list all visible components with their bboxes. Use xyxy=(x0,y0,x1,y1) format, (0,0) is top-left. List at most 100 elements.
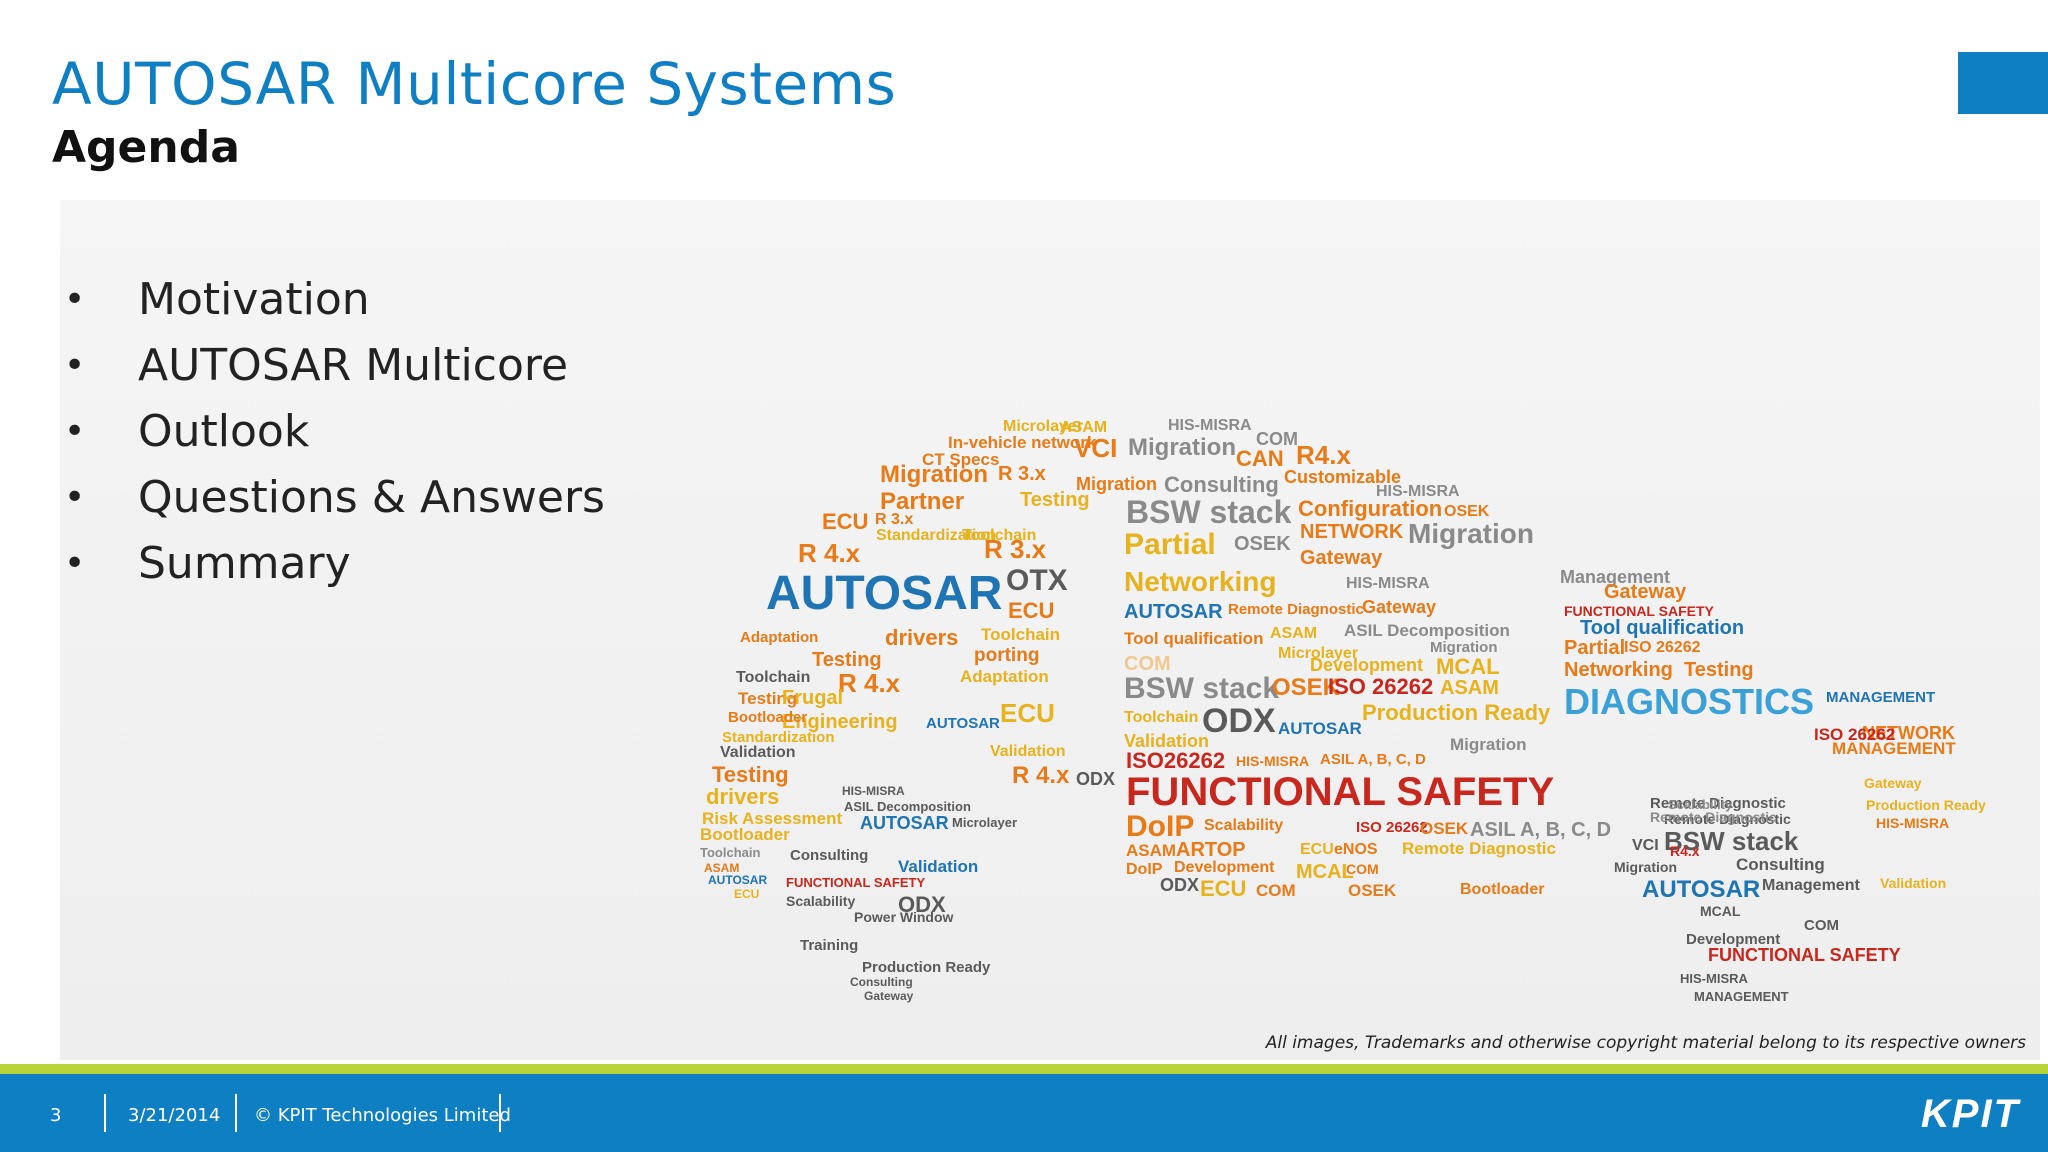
cloud-word: Migration xyxy=(1450,735,1527,754)
cloud-word: ASAM xyxy=(1440,677,1499,699)
cloud-word: ASIL Decomposition xyxy=(1344,621,1510,640)
cloud-word: CT Specs xyxy=(922,450,1000,469)
cloud-word: Bootloader xyxy=(728,709,808,726)
cloud-word: BSW stack xyxy=(1126,494,1292,530)
cloud-word: MCAL xyxy=(1436,654,1500,679)
slide-subtitle: Agenda xyxy=(52,122,240,173)
cloud-word: R4.x xyxy=(1296,440,1351,470)
corner-accent-block xyxy=(1958,52,2048,114)
cloud-word: COM xyxy=(1804,917,1839,934)
cloud-word: Consulting xyxy=(850,975,913,989)
cloud-word: Scalability xyxy=(1668,797,1733,812)
bullet-icon: • xyxy=(64,410,86,452)
cloud-word: ISO26262 xyxy=(1126,748,1226,773)
footer-accent-stripe xyxy=(0,1064,2048,1074)
cloud-word: Production Ready xyxy=(862,959,991,976)
cloud-word: Standardization xyxy=(876,527,997,544)
footer-date: 3/21/2014 xyxy=(128,1105,221,1126)
cloud-word: BSW stack xyxy=(1124,672,1280,705)
cloud-word: Partial xyxy=(1124,528,1216,561)
cloud-word: Microlayer xyxy=(952,815,1018,830)
cloud-word: OSEK xyxy=(1420,819,1469,838)
cloud-word: Remote Diagnostic xyxy=(1228,601,1364,618)
cloud-word: Migration xyxy=(1128,434,1236,461)
cloud-word: AUTOSAR xyxy=(860,813,949,833)
cloud-word: Toolchain xyxy=(962,527,1037,544)
cloud-word: Validation xyxy=(1880,875,1947,891)
cloud-word: Partner xyxy=(880,488,965,515)
cloud-word: Configuration xyxy=(1298,496,1443,521)
cloud-word: Validation xyxy=(720,744,796,761)
cloud-word: R 4.x xyxy=(838,668,901,698)
agenda-item: •AUTOSAR Multicore xyxy=(60,332,605,398)
cloud-word: Partial xyxy=(1564,637,1626,659)
cloud-word: Development xyxy=(1174,859,1275,876)
cloud-word: Toolchain xyxy=(700,845,761,860)
cloud-word: Tool qualification xyxy=(1124,629,1264,648)
cloud-word: Remote Diagnostic xyxy=(1650,809,1777,825)
cloud-word: ECU xyxy=(734,887,760,901)
cloud-word: Toolchain xyxy=(981,625,1061,644)
cloud-word: R4.x xyxy=(1670,843,1700,859)
cloud-word: Risk Assessment xyxy=(702,809,843,828)
cloud-word: DoIP xyxy=(1126,861,1163,878)
agenda-item: •Outlook xyxy=(60,398,605,464)
cloud-word: HIS-MISRA xyxy=(1876,815,1950,831)
cloud-word: Development xyxy=(1686,931,1781,948)
cloud-word: ODX xyxy=(898,892,946,917)
cloud-word: Validation xyxy=(898,857,979,876)
cloud-word: Migration xyxy=(1430,639,1498,656)
cloud-word: BSW stack xyxy=(1664,826,1799,856)
cloud-word: FUNCTIONAL SAFETY xyxy=(786,875,926,890)
cloud-word: R 3.x xyxy=(875,511,914,528)
cloud-word: OSEK xyxy=(1348,881,1397,900)
cloud-word: Migration xyxy=(1408,518,1534,549)
cloud-word: ODX xyxy=(1160,875,1200,895)
cloud-word: Frugal xyxy=(782,687,844,709)
cloud-word: Standardization xyxy=(722,729,835,746)
cloud-word: R 4.x xyxy=(798,538,861,568)
footer-divider xyxy=(104,1094,106,1132)
cloud-word: ASIL Decomposition xyxy=(844,799,971,814)
cloud-word: Management xyxy=(1762,877,1860,894)
cloud-word: Testing xyxy=(738,689,798,708)
slide-background xyxy=(60,200,2040,1060)
cloud-word: Training xyxy=(800,937,859,954)
bullet-icon: • xyxy=(64,344,86,386)
page-number: 3 xyxy=(50,1105,62,1126)
cloud-word: Migration xyxy=(880,461,988,488)
cloud-word: Production Ready xyxy=(1866,797,1986,813)
cloud-word: MANAGEMENT xyxy=(1694,989,1789,1004)
cloud-word: AUTOSAR xyxy=(766,567,1003,620)
cloud-word: Gateway xyxy=(864,989,914,1003)
cloud-word: COM xyxy=(1256,881,1296,900)
cloud-word: HIS-MISRA xyxy=(1168,417,1252,434)
cloud-word: HIS-MISRA xyxy=(1346,575,1430,592)
cloud-word: ISO 26262 xyxy=(1814,725,1896,744)
copyright-note: All images, Trademarks and otherwise cop… xyxy=(1265,1033,2026,1053)
cloud-word: ISO 26262 xyxy=(1328,674,1434,699)
cloud-word: NETWORK xyxy=(1862,723,1955,743)
cloud-word: HIS-MISRA xyxy=(1680,971,1748,986)
cloud-word: Migration xyxy=(1614,859,1677,875)
cloud-word: FUNCTIONAL SAFETY xyxy=(1708,945,1901,965)
agenda-item: •Motivation xyxy=(60,266,605,332)
agenda-item: •Summary xyxy=(60,530,605,596)
cloud-word: CAN xyxy=(1236,446,1284,471)
cloud-word: Migration xyxy=(1076,474,1157,494)
cloud-word: COM xyxy=(1124,653,1171,675)
cloud-word: OSEK xyxy=(1272,674,1341,701)
cloud-word: VCI xyxy=(1632,837,1659,854)
cloud-word: ODX xyxy=(1202,702,1276,740)
cloud-word: Consulting xyxy=(1736,855,1825,874)
footer-bar: 3 3/21/2014 © KPIT Technologies Limited … xyxy=(0,1074,2048,1152)
cloud-word: R 4.x xyxy=(1012,762,1070,789)
cloud-word: OTX xyxy=(1006,564,1068,597)
cloud-word: ISO 26262 xyxy=(1624,639,1701,656)
bullet-icon: • xyxy=(64,542,86,584)
cloud-word: ECU xyxy=(1000,698,1055,728)
cloud-word: ARTOP xyxy=(1176,839,1246,861)
cloud-word: OSEK xyxy=(1234,533,1291,555)
cloud-word: Development xyxy=(1310,655,1424,675)
cloud-word: Gateway xyxy=(1362,597,1437,617)
